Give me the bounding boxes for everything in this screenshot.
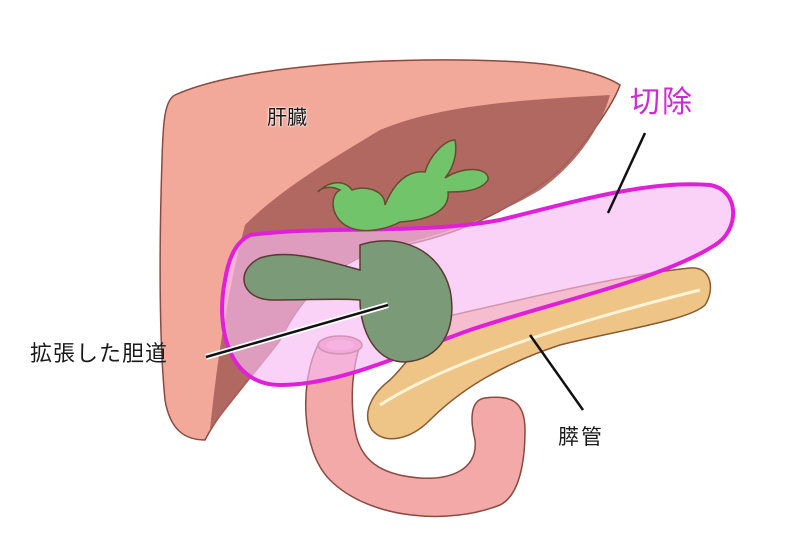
pancreatic-duct-label: 膵管: [558, 425, 604, 449]
resection-region: [220, 182, 736, 388]
intrahepatic-bile-ducts: [317, 139, 489, 232]
liver-label: 肝臓: [267, 105, 307, 129]
resection-leader-line: [606, 132, 647, 214]
dilated-bile-duct: [243, 240, 453, 363]
resection-label: 切除: [630, 85, 694, 120]
pancreatic-duct-leader-line: [528, 334, 585, 411]
dilated-bile-duct-label: 拡張した胆道: [30, 342, 169, 367]
pancreas: [367, 267, 712, 440]
bile-duct-leader-line-core: [205, 303, 389, 359]
